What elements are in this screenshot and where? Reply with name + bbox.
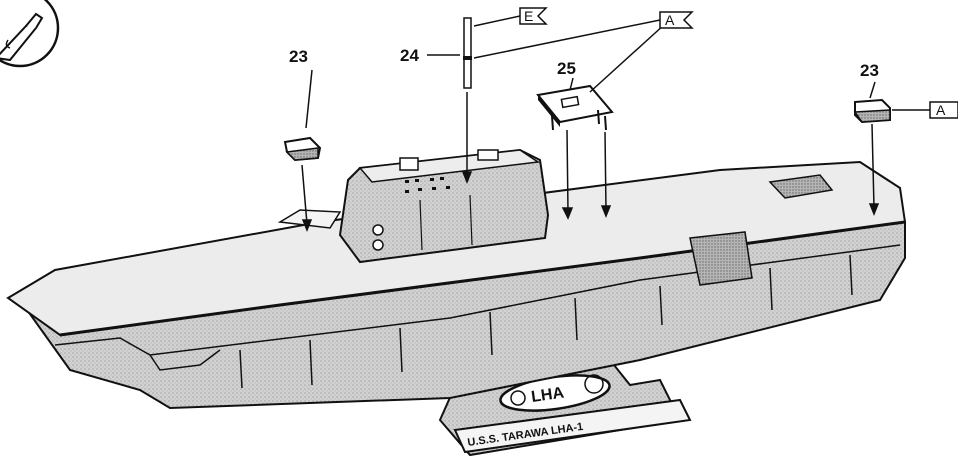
flag-e-label: E	[524, 8, 534, 24]
part-25-plate	[536, 84, 614, 131]
assembly-arrows	[301, 15, 930, 233]
callout-25: 25	[557, 59, 576, 78]
island-superstructure	[338, 148, 550, 264]
flag-a-top-shape	[659, 11, 694, 29]
flag-a-right-shape	[929, 101, 958, 119]
eagle-emblem-icon	[510, 390, 526, 406]
part-23-right	[853, 98, 891, 124]
callout-23-left: 23	[289, 47, 308, 66]
part-23-left	[283, 136, 322, 162]
callout-24: 24	[400, 46, 419, 65]
callout-23-right: 23	[860, 61, 879, 80]
flag-a-right-label: A	[936, 102, 946, 118]
flag-e-shape	[519, 7, 548, 25]
flag-a-top-label: A	[665, 12, 675, 28]
part-24-mast	[463, 17, 472, 89]
glue-tube-icon	[0, 0, 60, 68]
stand-badge-text: LHA	[530, 384, 565, 405]
anchor-emblem-icon	[584, 374, 604, 394]
